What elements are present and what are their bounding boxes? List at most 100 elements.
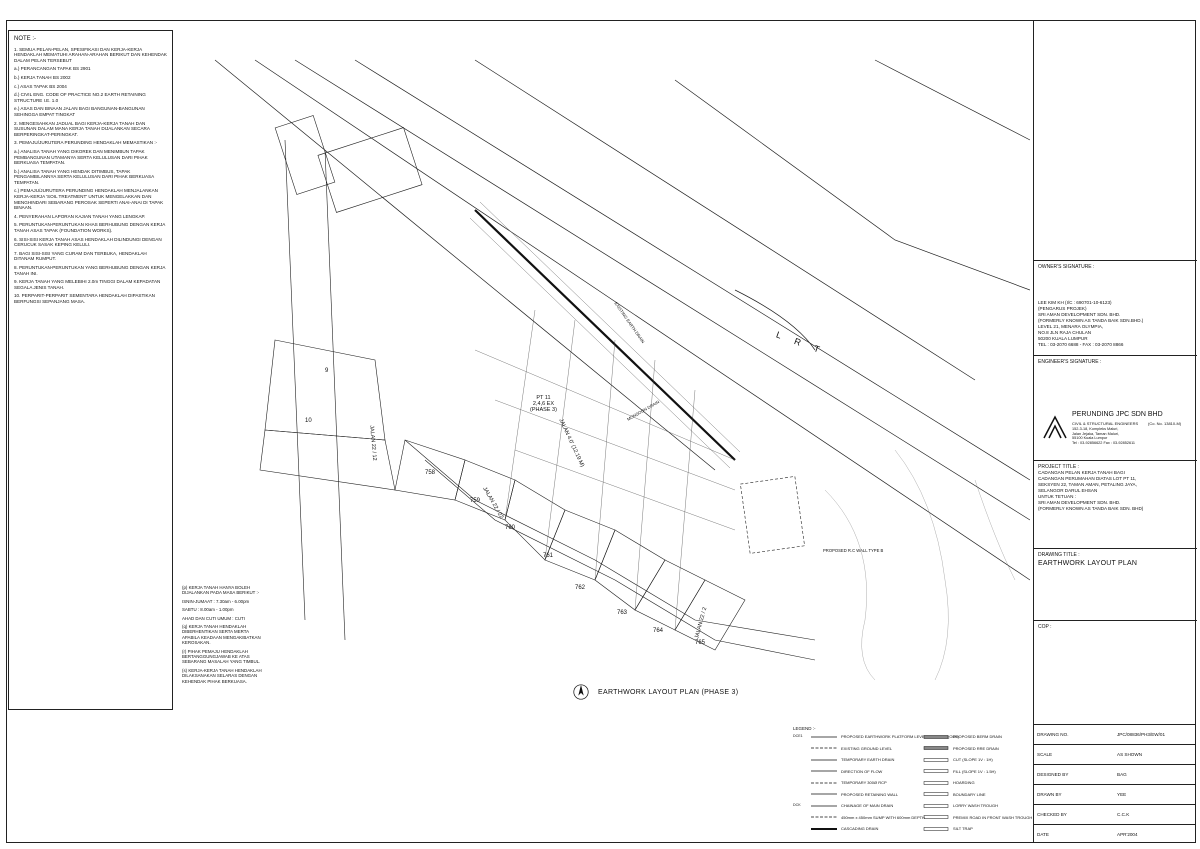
legend-text: CUT (SLOPE 1V : 1H) [953, 757, 993, 762]
legend-row: PROPOSED BERM DRAIN [923, 734, 1002, 739]
legend-text: PREMIX ROAD IN FRONT WASH TROUGH [953, 814, 1033, 820]
cop-section: COP : [1034, 620, 1197, 724]
legend-symbol [923, 826, 949, 831]
legend-row: CUT (SLOPE 1V : 1H) [923, 757, 993, 762]
drawing-info-row: DRAWN BY YEE [1033, 784, 1196, 804]
project-line: SRI AMAN DEVELOPMENT SDN. BHD. [1038, 500, 1121, 505]
plan-drawing [214, 59, 1031, 681]
legend-symbol [811, 827, 837, 831]
legend-text: PROPOSED EARTHWORK PLATFORM LEVEL IN MET… [841, 734, 959, 739]
legend-symbol [923, 815, 949, 819]
north-arrow-icon [573, 684, 589, 700]
lot-number-765: 765 [695, 640, 706, 646]
project-title-label: PROJECT TITLE : [1038, 464, 1079, 470]
legend-code: DCK [793, 803, 801, 807]
boundary-line [214, 59, 716, 471]
owner-line: SRI AMAN DEVELOPMENT SDN. BHD. [1038, 312, 1121, 317]
drawing-title-label: DRAWING TITLE : [1038, 552, 1080, 558]
firm-subtitle: CIVIL & STRUCTURAL ENGINEERS [1072, 421, 1139, 426]
legend-symbol [811, 792, 837, 796]
legend-text: FILL (SLOPE 1V : 1.5H) [953, 768, 996, 774]
lot-number-758: 758 [425, 470, 436, 476]
drawing-info-value: JPC/08836/PH3/EW/01 [1117, 732, 1166, 737]
owner-details: LEE KIM KH (I/C : 690701-10-6123)(PENGAR… [1038, 300, 1193, 348]
notes-heading: NOTE :- [14, 36, 36, 42]
legend-symbol [811, 815, 837, 819]
firm-logo-icon [1043, 415, 1067, 439]
drawing-info-label: DRAWN BY [1037, 792, 1062, 797]
legend-symbol [923, 746, 949, 750]
firm-registration: (Co. No. 13810-M) [1148, 421, 1182, 426]
drawing-info-label: SCALE [1037, 752, 1053, 757]
project-line: SELANGOR DARUL EHSAN [1038, 488, 1098, 493]
drawing-info-label: DESIGNED BY [1037, 772, 1069, 777]
firm-address-line: 152-3-18, Kompleks Maluri, [1072, 427, 1119, 431]
legend-row: BOUNDARY LINE [923, 792, 986, 797]
owner-line: LEE KIM KH (I/C : 690701-10-6123) [1038, 300, 1112, 305]
drawing-info-value: YEE [1117, 792, 1127, 797]
firm-address-line: 55100 Kuala Lumpur [1072, 436, 1108, 441]
project-line: CADANGAN PERUMAHAN DIATAS LOT PT 11, [1038, 476, 1137, 481]
firm-block: PERUNDING JPC SDN BHD CIVIL & STRUCTURAL… [1038, 408, 1193, 448]
note-item: c.) PEMAJU/JURUTERA PERUNDING HENDAKLAH … [14, 188, 164, 211]
lot-number-762: 762 [575, 585, 586, 591]
note-item: 6. SISI-SISI KERJA TANAH ASAS HENDAKLAH … [14, 236, 162, 248]
legend-text: BOUNDARY LINE [953, 791, 986, 797]
notes-panel: NOTE :- 1. SEMUA PELAN-PELAN, SPESIFIKAS… [8, 30, 173, 710]
firm-address-line: Tel : 03-92856622 Fax : 03-92852611 [1072, 440, 1136, 445]
legend-text: PROPOSED RETAINING WALL [841, 791, 899, 797]
notes-list: 1. SEMUA PELAN-PELAN, SPESIFIKASI DAN KE… [14, 47, 167, 305]
legend-symbol [923, 780, 949, 785]
legend-text: 450mm x 450mm SUMP WITH 600mm DEPTH [841, 814, 925, 820]
drawing-info-label: DATE [1037, 832, 1049, 837]
legend-symbol [811, 781, 837, 785]
legend-title: LEGEND :- [793, 726, 816, 731]
drawing-info-value: C.C.K [1117, 812, 1130, 817]
note-item: 1. SEMUA PELAN-PELAN, SPESIFIKASI DAN KE… [14, 46, 167, 63]
note-item: 4. PENYERAHAN LAPORAN KAJIAN TANAH YANG … [14, 213, 146, 219]
lot-number-761: 761 [543, 553, 554, 559]
drawing-info-label: DRAWING NO. [1037, 732, 1069, 737]
note-item: 8. PERUNTUKAN-PERUNTUKAN YANG BERHUBUNG … [14, 265, 166, 276]
legend-row: DIRECTION OF FLOW [793, 769, 882, 774]
phase-label: PT 11 2,4,6 EX (PHASE 3) [530, 395, 557, 413]
project-title-section: PROJECT TITLE : CADANGAN PELAN KERJA TAN… [1034, 460, 1197, 565]
owner-line: NO.8 JLN RAJA CHULAN [1038, 330, 1092, 335]
note-item: 7. BAGI SISI-SISI YANG CURAM DAN TERBUKA… [14, 250, 147, 262]
legend-symbol [811, 769, 837, 773]
legend-row: HOARDING [923, 780, 975, 785]
drawing-title-section: DRAWING TITLE : EARTHWORK LAYOUT PLAN [1034, 548, 1197, 620]
legend-text: TEMPORARY EARTH DRAIN [841, 757, 895, 762]
legend-row: PROPOSED RRE DRAIN [923, 746, 999, 751]
note-item: b.) KERJA TANAH BS 2002 [14, 74, 71, 80]
legend-row: FILL (SLOPE 1V : 1.5H) [923, 769, 996, 774]
note-item: a.) ANALISA TANAH YANG DIKOREK DAN MENIM… [14, 148, 148, 166]
legend-text: DIRECTION OF FLOW [841, 768, 883, 774]
note-item: 9. KERJA TANAH YANG MELEBIHI 2.0m TINGGI… [14, 279, 161, 290]
plan-annotation: PROPOSED R.C WALL TYPE B [823, 548, 884, 553]
note-item: ISNIN-JUMAAT : 7.30am - 6.00pm [182, 598, 250, 604]
legend-row: TEMPORARY 300Ø RCP [793, 780, 887, 785]
notes-second-column: (p) KERJA TANAH HANYA BOLEH DIJALANKAN P… [182, 585, 267, 687]
plan-title: EARTHWORK LAYOUT PLAN (PHASE 3) [572, 683, 738, 701]
legend-symbol [923, 757, 949, 762]
owner-line: LEVEL 21, MENARA OLYMPIA, [1038, 324, 1104, 329]
lot-number-759: 759 [470, 498, 481, 504]
legend: LEGEND :- DCE1 PROPOSED EARTHWORK PLATFOR… [793, 724, 1033, 843]
project-line: (FORMERLY KNOWN AS TANDA BAIK SDN. BHD) [1038, 506, 1144, 511]
legend-row: CASCADING DRAIN [793, 826, 878, 831]
drawing-title: EARTHWORK LAYOUT PLAN [1038, 560, 1138, 567]
drawing-info-value: AS SHOWN [1117, 752, 1143, 757]
drawing-info-row: DRAWING NO. JPC/08836/PH3/EW/01 [1033, 724, 1196, 744]
legend-symbol [923, 803, 949, 808]
legend-symbol [811, 746, 837, 750]
legend-text: PROPOSED BERM DRAIN [953, 734, 1002, 739]
firm-address: 152-3-18, Kompleks Maluri,Jalan Jejaka, … [1072, 427, 1135, 445]
drawing-info-value: APR'2004 [1117, 832, 1138, 837]
legend-code: DCE1 [793, 734, 803, 738]
engineer-signature-section: ENGINEER'S SIGNATURE : PERUNDING JPC SDN… [1034, 355, 1197, 450]
lot-number-760: 760 [505, 525, 516, 531]
note-item: (s) KERJA-KERJA TANAH HENDAKLAH DILAKSAN… [182, 667, 262, 684]
